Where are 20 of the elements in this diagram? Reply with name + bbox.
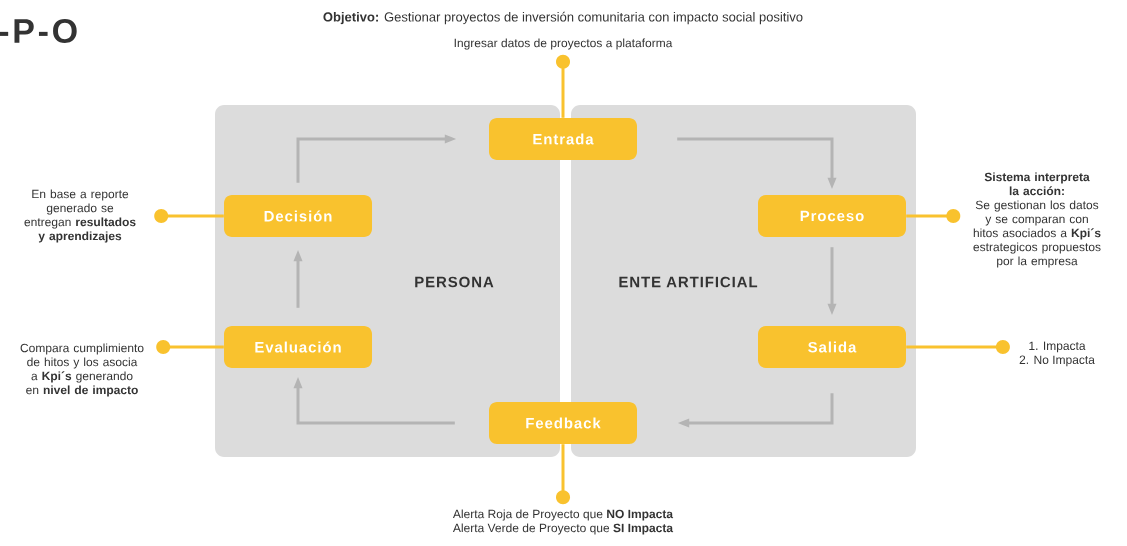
annotation-text: Sistema interpreta la acción: Se gestionan los datos y se comparan con hitos asociados a Kpi´s estrategicos propuestos por la empresa <box>973 172 1101 268</box>
process-box: Feedback <box>489 402 637 444</box>
annotation-text: Compara cumplimiento de hitos y los asocia a Kpi´s generando en nivel de impacto <box>20 343 144 397</box>
leader-line <box>906 209 961 223</box>
leader-line <box>154 209 224 223</box>
process-box: Entrada <box>489 118 637 160</box>
process-box: Decisión <box>224 195 372 237</box>
objective-text: Objetivo: Gestionar proyectos de inversión comunitaria con impacto social positivo <box>323 11 803 25</box>
leader-line <box>556 54 570 118</box>
leader-line <box>906 340 1010 354</box>
annotation-text: 1. Impacta 2. No Impacta <box>1019 341 1095 367</box>
leader-line <box>556 444 570 505</box>
title: -P-O <box>0 18 77 44</box>
process-box: Proceso <box>758 195 906 237</box>
annotation-text: Alerta Roja de Proyecto que NO Impacta Alerta Verde de Proyecto que SI Impacta <box>452 509 674 535</box>
annotation-text: Ingresar datos de proyectos a plataforma <box>454 38 673 50</box>
leader-line <box>156 340 224 354</box>
process-box: Salida <box>758 326 906 368</box>
annotation-text: En base a reporte generado se entregan resultados y aprendizajes <box>24 189 136 243</box>
process-box: Evaluación <box>224 326 372 368</box>
